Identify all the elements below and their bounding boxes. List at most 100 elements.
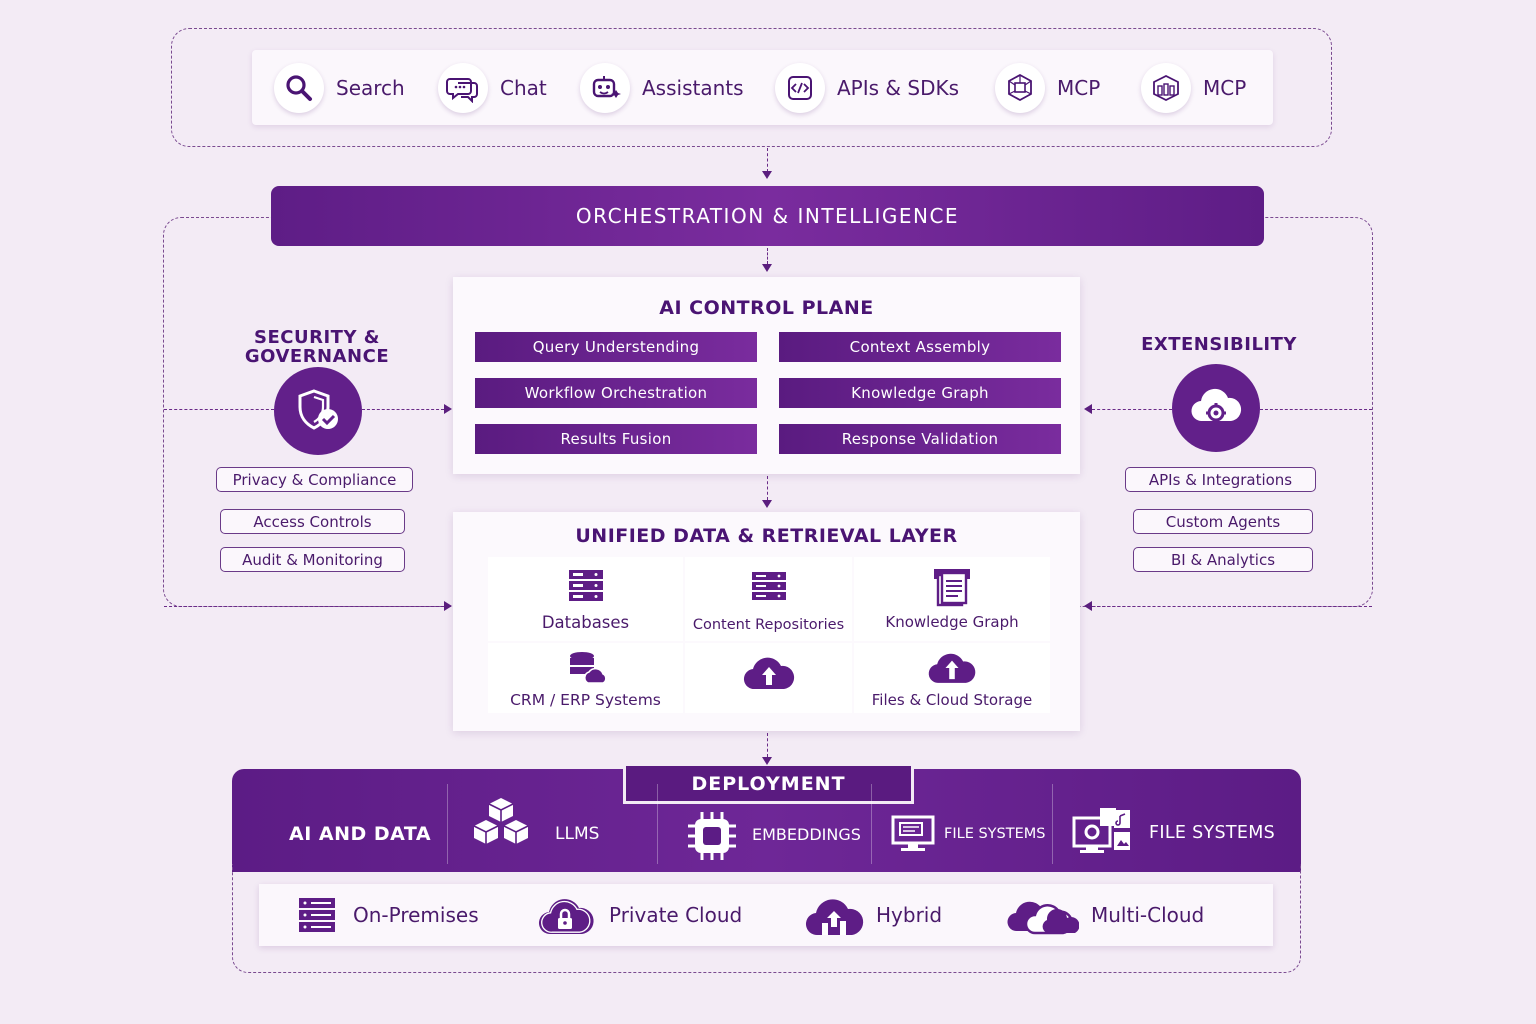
interface-label: Assistants: [642, 75, 744, 100]
interface-chat[interactable]: Chat: [438, 50, 547, 125]
hosting-private-cloud[interactable]: Private Cloud: [537, 884, 742, 946]
deployment-title: DEPLOYMENT: [691, 772, 846, 795]
multi-cloud-icon: [1007, 901, 1079, 935]
cloud-upload-icon: [743, 657, 794, 690]
interface-label: MCP: [1057, 75, 1101, 100]
interface-label: MCP: [1203, 75, 1247, 100]
arrow-left-icon: [1084, 601, 1092, 611]
deployment-item-label: FILE SYSTEMS: [944, 826, 1046, 842]
connector-line: [362, 409, 444, 410]
extensibility-item[interactable]: Custom Agents: [1133, 509, 1313, 534]
deployment-item-label: FILE SYSTEMS: [1149, 823, 1276, 843]
unified-data-layer: UNIFIED DATA & RETRIEVAL LAYER Databases…: [453, 512, 1080, 731]
extensibility-item[interactable]: APIs & Integrations: [1125, 467, 1316, 492]
control-plane-item[interactable]: Results Fusion: [475, 424, 757, 454]
cloud-buildings-icon: [805, 899, 864, 936]
arrow-down-icon: [762, 757, 772, 765]
connector-line: [767, 476, 768, 500]
robot-assistant-icon: [580, 62, 630, 113]
security-item[interactable]: Access Controls: [220, 509, 405, 534]
chip-icon: [688, 812, 736, 860]
data-source-label: Knowledge Graph: [885, 613, 1019, 631]
data-source-crm-erp[interactable]: CRM / ERP Systems: [488, 643, 683, 713]
cloud-lock-icon: [538, 899, 594, 935]
interface-apis[interactable]: APIs & SDKs: [775, 50, 959, 125]
hosting-multi-cloud[interactable]: Multi-Cloud: [1007, 884, 1204, 946]
hosting-hybrid[interactable]: Hybrid: [804, 884, 942, 946]
data-source-label: CRM / ERP Systems: [510, 691, 661, 709]
ai-control-plane: AI CONTROL PLANE Query Understending Con…: [453, 277, 1080, 474]
data-layer-title: UNIFIED DATA & RETRIEVAL LAYER: [575, 525, 958, 547]
document-stack-icon: [934, 569, 970, 607]
control-plane-item[interactable]: Query Understending: [475, 332, 757, 362]
interface-mcp-1[interactable]: MCP: [995, 50, 1100, 125]
arrow-right-icon: [444, 601, 452, 611]
security-title: SECURITY & GOVERNANCE: [232, 328, 402, 366]
interface-assistants[interactable]: Assistants: [580, 50, 744, 125]
media-files-icon: [1072, 808, 1130, 853]
connector-line: [767, 248, 768, 264]
control-plane-item[interactable]: Response Validation: [779, 424, 1061, 454]
data-source-label: Files & Cloud Storage: [871, 691, 1033, 709]
cloud-gear-icon: [1172, 364, 1260, 452]
divider: [1052, 784, 1053, 864]
data-source-content-repositories[interactable]: Content Repositories: [685, 557, 852, 641]
orchestration-title: ORCHESTRATION & INTELLIGENCE: [575, 204, 960, 228]
building-blocks-icon: [1141, 62, 1191, 113]
connector-line: [164, 606, 444, 607]
shield-check-icon: [274, 367, 362, 455]
interfaces-group: [171, 28, 1332, 147]
hosting-label: Multi-Cloud: [1091, 903, 1205, 927]
connector-line: [767, 733, 768, 757]
hosting-bar: On-Premises Private Cloud Hybrid Multi-C…: [259, 884, 1273, 946]
hosting-group: [232, 864, 1301, 973]
security-title-line: SECURITY &: [254, 327, 380, 348]
connector-line: [1092, 409, 1172, 410]
divider: [657, 784, 658, 864]
control-plane-item[interactable]: Workflow Orchestration: [475, 378, 757, 408]
interface-search[interactable]: Search: [274, 50, 405, 125]
security-item[interactable]: Privacy & Compliance: [216, 467, 413, 492]
search-icon: [274, 62, 324, 113]
chat-bubbles-icon: [438, 62, 488, 113]
data-source-databases[interactable]: Databases: [488, 557, 683, 641]
hosting-label: Private Cloud: [609, 903, 743, 927]
control-plane-item[interactable]: Knowledge Graph: [779, 378, 1061, 408]
arrow-left-icon: [1084, 404, 1092, 414]
interfaces-bar: Search Chat Assistants APIs & SDKs MCP M…: [252, 50, 1273, 125]
connector-line: [1260, 409, 1372, 410]
data-source-files-cloud[interactable]: Files & Cloud Storage: [854, 643, 1050, 713]
monitor-icon: [891, 815, 935, 851]
interface-mcp-2[interactable]: MCP: [1141, 50, 1246, 125]
code-icon: [775, 62, 825, 113]
orchestration-banner: ORCHESTRATION & INTELLIGENCE: [271, 186, 1264, 246]
data-source-knowledge-graph[interactable]: Knowledge Graph: [854, 557, 1050, 641]
network-cube-icon: [995, 62, 1045, 113]
interface-label: Search: [336, 75, 405, 100]
arrow-down-icon: [762, 171, 772, 179]
ai-and-data-label: AI AND DATA: [289, 823, 432, 845]
connector-line: [1092, 606, 1372, 607]
deployment-item-label: EMBEDDINGS: [752, 825, 861, 844]
arrow-right-icon: [444, 404, 452, 414]
extensibility-item[interactable]: BI & Analytics: [1133, 547, 1313, 572]
cloud-upload-icon: [928, 653, 976, 683]
security-item[interactable]: Audit & Monitoring: [220, 547, 405, 572]
control-plane-item[interactable]: Context Assembly: [779, 332, 1061, 362]
deployment-tab: DEPLOYMENT: [623, 766, 914, 804]
extensibility-title: EXTENSIBILITY: [1141, 334, 1297, 355]
server-rack-icon: [751, 572, 786, 600]
deployment-item-label: LLMS: [555, 824, 600, 844]
connector-line: [164, 409, 274, 410]
hosting-label: On-Premises: [353, 903, 479, 927]
connector-line: [767, 148, 768, 172]
server-rack-icon: [568, 570, 603, 601]
data-source-cloud[interactable]: [685, 643, 852, 713]
hosting-on-premises[interactable]: On-Premises: [297, 884, 479, 946]
divider: [871, 784, 872, 864]
cubes-icon: [473, 798, 529, 844]
server-rack-icon: [299, 898, 335, 932]
hosting-label: Hybrid: [876, 903, 943, 927]
data-source-label: Content Repositories: [692, 617, 845, 633]
interface-label: APIs & SDKs: [837, 75, 960, 100]
